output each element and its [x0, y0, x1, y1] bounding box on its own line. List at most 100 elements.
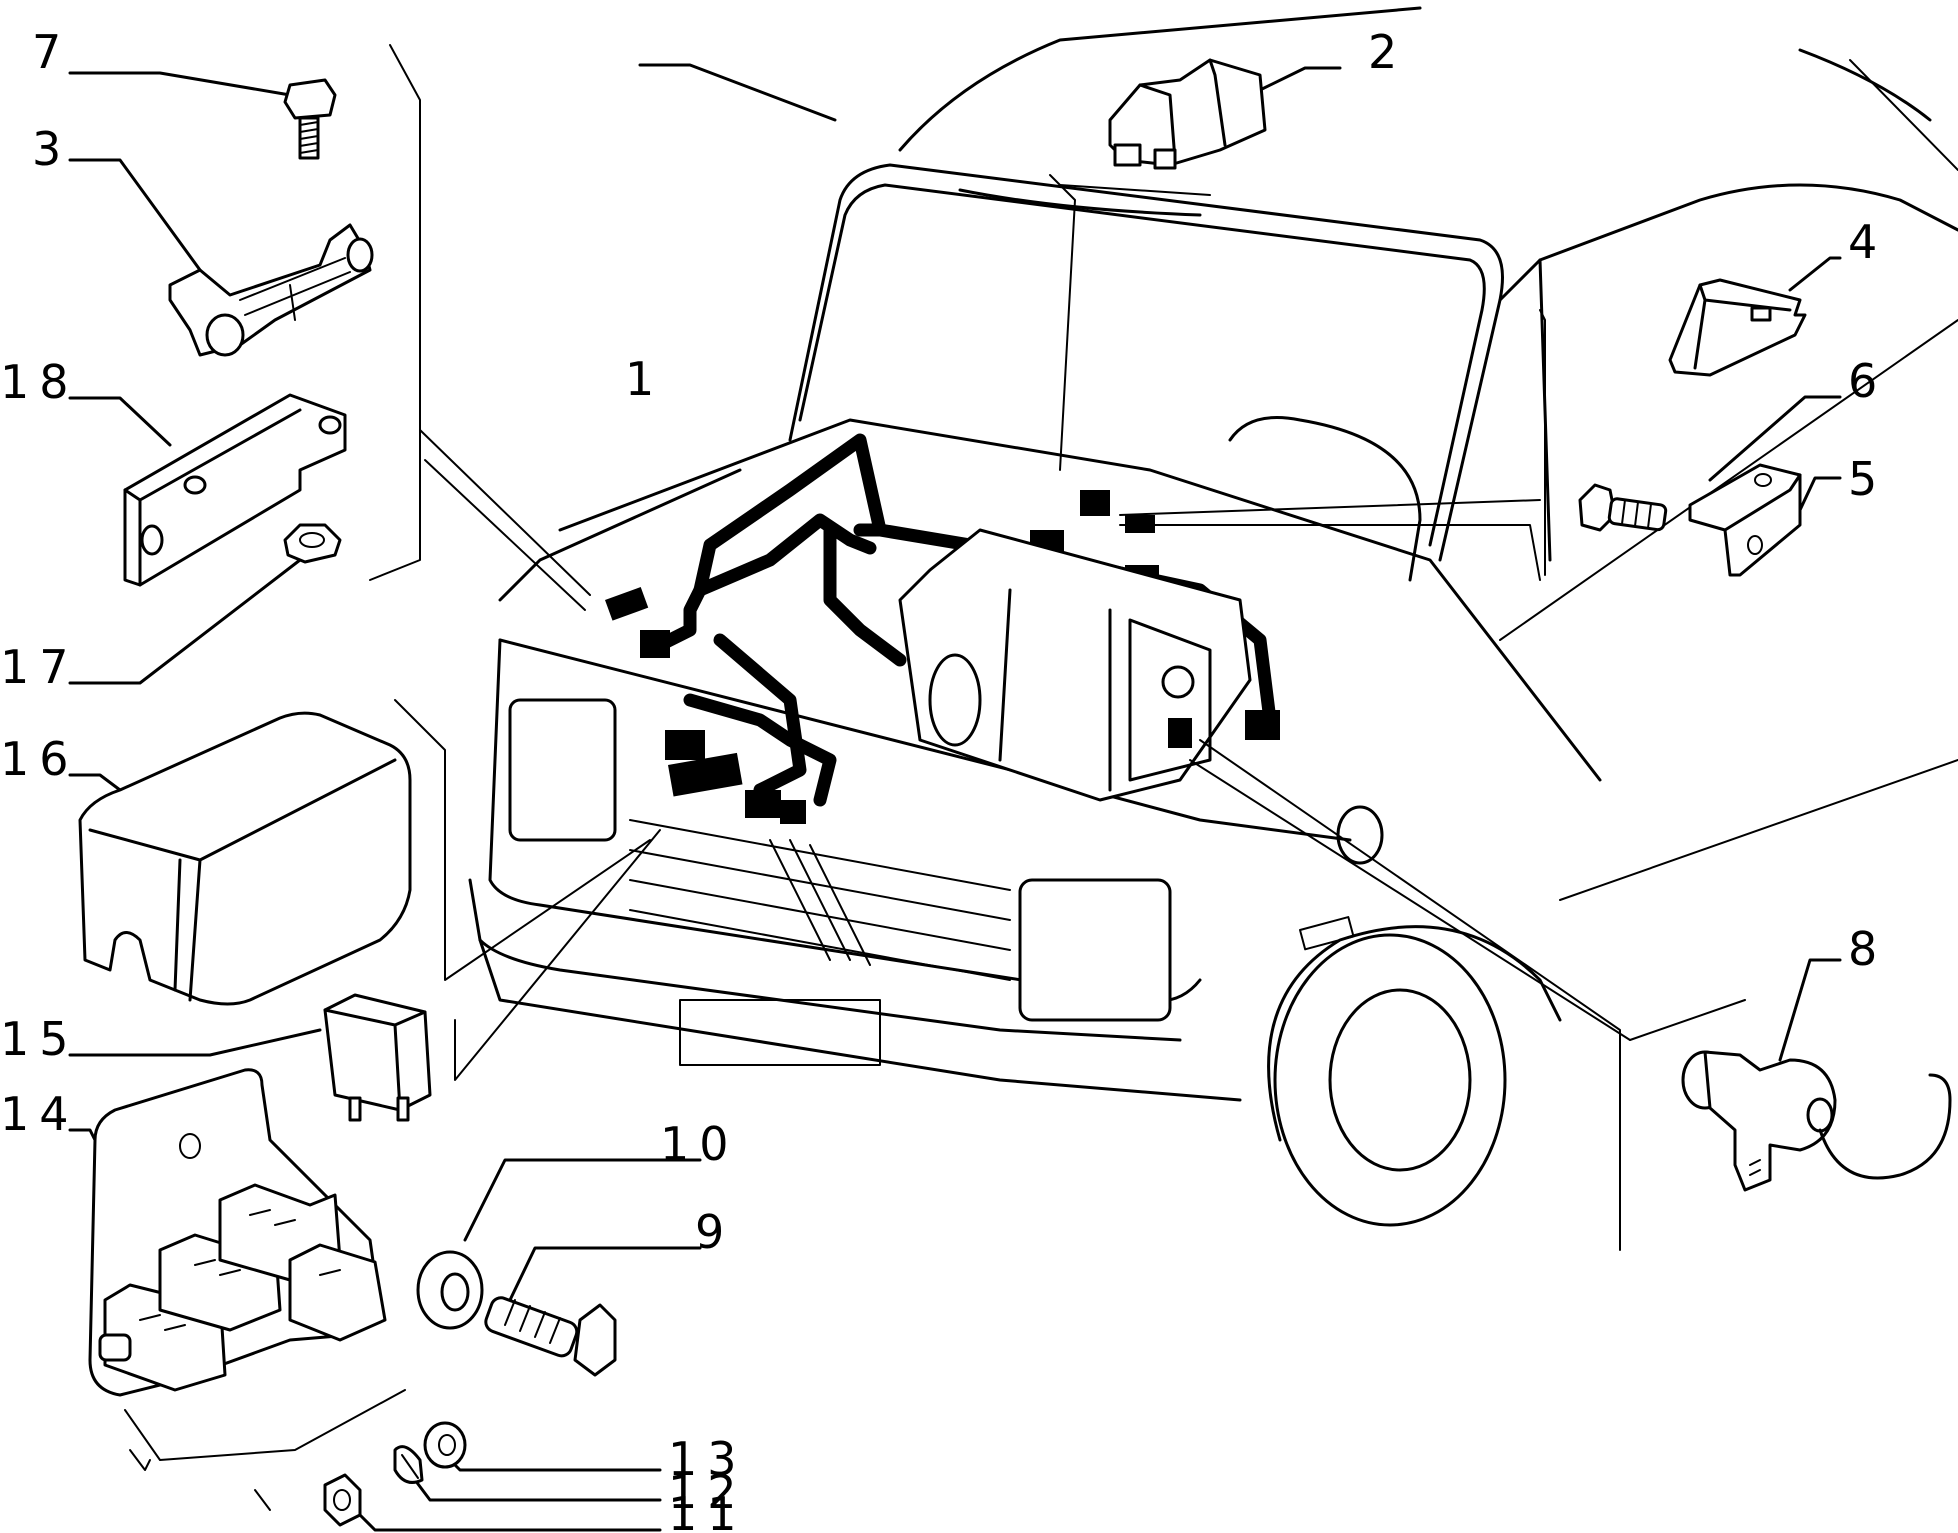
callout-leader-15	[68, 1028, 322, 1057]
callout-labels: 7 3 18 17 16 15 14 1 2 4 6 5 8 10 9 13 1…	[0, 25, 1887, 1533]
part-13-washer	[423, 1421, 467, 1469]
headlight-right	[1018, 878, 1172, 1022]
label-13: 13	[668, 1432, 747, 1486]
engine-block-body	[898, 528, 1252, 802]
callout-leader-13	[443, 1453, 662, 1472]
cowl-curve	[1228, 416, 1422, 582]
label-16: 16	[0, 732, 79, 786]
headlight-left	[508, 698, 617, 842]
harness-connector-i	[1080, 490, 1110, 516]
label-5: 5	[1848, 452, 1887, 506]
callout-leader-16	[68, 773, 122, 792]
harness-connector-c	[665, 730, 705, 760]
front-wheel-hub	[1328, 988, 1472, 1172]
windshield-inner	[798, 183, 1486, 547]
front-wheel-outer	[1273, 933, 1507, 1227]
leader-8	[1199, 739, 1621, 1251]
callout-leader-8	[1778, 958, 1842, 1062]
leader-6-5	[1119, 499, 1541, 581]
part-14-relay-holder	[88, 1068, 387, 1397]
leader-bottom-tail	[129, 1449, 151, 1471]
label-14: 14	[0, 1087, 79, 1141]
harness-trunk	[643, 513, 877, 657]
part-4-bracket	[1668, 278, 1807, 377]
label-15: 15	[0, 1012, 79, 1066]
label-8: 8	[1848, 922, 1887, 976]
harness-connector-b	[640, 630, 670, 658]
label-4: 4	[1848, 215, 1887, 269]
callout-leader-6	[1708, 395, 1842, 482]
callout-leader-17	[68, 558, 302, 685]
leader-to-harness-left-b	[424, 459, 586, 611]
part-12-spring-washer	[393, 1445, 424, 1484]
engine-cylinder-end	[928, 653, 982, 747]
callout-leader-7	[68, 71, 292, 97]
part-9-bolt	[484, 1296, 617, 1377]
part-2-relay	[1108, 58, 1267, 170]
harness-connector-f	[780, 800, 806, 824]
hood-left-edge	[498, 468, 742, 602]
callout-leader-12	[413, 1478, 662, 1502]
part-18-bracket	[123, 393, 347, 587]
harness-front-loop	[713, 633, 807, 797]
harness-connector-k	[1245, 710, 1280, 740]
side-window-top	[1498, 183, 1958, 302]
callout-leader-1	[638, 63, 837, 122]
part-6-bolt	[1578, 483, 1668, 532]
callout-leader-10	[463, 1158, 702, 1242]
callout-leader-9	[508, 1246, 702, 1302]
callout-leader-3	[68, 158, 202, 272]
leader-bottom-bracket	[124, 1389, 406, 1461]
vehicle-outline	[468, 6, 1958, 1227]
leader-lines	[124, 44, 1746, 1511]
leader-8-b	[1189, 759, 1631, 1041]
callout-leader-11	[353, 1508, 662, 1532]
windshield-outer	[788, 163, 1504, 562]
part-1-wiring-harness	[604, 433, 1280, 824]
part-15-relay	[323, 993, 432, 1122]
engine-end-plate	[1128, 618, 1212, 782]
part-7-bolt	[283, 78, 337, 160]
harness-connector-d	[668, 752, 743, 797]
callout-leader-4	[1788, 256, 1842, 292]
callout-leader-18	[68, 396, 172, 447]
leader-left-bracket-mid	[394, 699, 651, 981]
engine-sensor-connector	[1168, 718, 1192, 748]
label-18: 18	[0, 355, 79, 409]
harness-connector-a	[604, 587, 649, 621]
bumper-bottom	[478, 938, 1242, 1102]
part-5-bracket	[1688, 463, 1802, 577]
roof-rear-edge	[1798, 48, 1932, 122]
front-face-outline	[488, 638, 1202, 1003]
side-round-marker	[1336, 805, 1384, 865]
side-sill-line	[1559, 759, 1958, 901]
grille-center-badge	[769, 839, 871, 966]
part-17-nut	[283, 523, 342, 564]
part-3-clamp	[168, 223, 374, 357]
label-1: 1	[625, 352, 664, 406]
label-3: 3	[32, 122, 71, 176]
part-8-sensor	[1681, 1050, 1952, 1192]
leader-2-bracket	[1059, 184, 1211, 196]
license-plate-area	[679, 999, 881, 1066]
leader-left-bracket-top	[369, 44, 421, 581]
roof-front-edge	[898, 6, 1422, 152]
leader-bottom-tick	[254, 1489, 271, 1511]
side-body-line	[1499, 319, 1958, 641]
engine-block-dividers	[998, 588, 1112, 792]
label-10: 10	[660, 1117, 739, 1171]
label-9: 9	[695, 1205, 734, 1259]
roof-side-line	[1849, 59, 1958, 171]
leader-8-c	[1629, 999, 1746, 1041]
label-12: 12	[668, 1465, 747, 1519]
label-17: 17	[0, 640, 79, 694]
leader-2	[1049, 174, 1076, 471]
harness-upper-branch	[693, 433, 887, 597]
part-16-cover	[78, 711, 412, 1006]
callout-leader-5	[1798, 476, 1842, 512]
leader-4-bracket	[1539, 309, 1546, 576]
leader-to-harness-left	[419, 429, 591, 596]
callout-leader-2	[1258, 66, 1342, 92]
hood-front-edge	[498, 638, 1352, 842]
